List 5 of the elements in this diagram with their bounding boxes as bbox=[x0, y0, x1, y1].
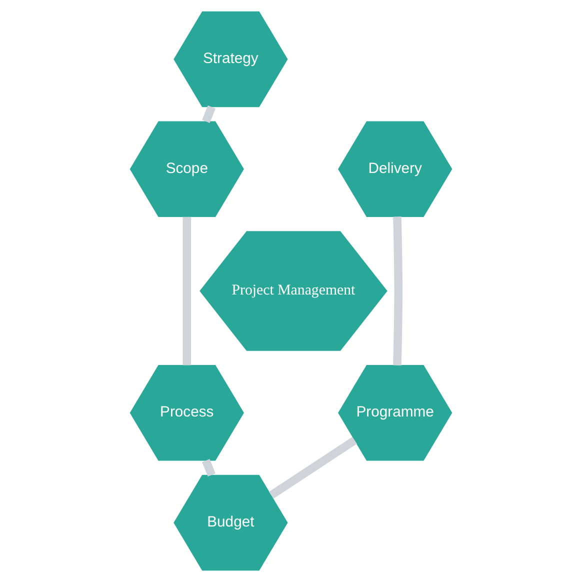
connector bbox=[182, 216, 192, 366]
connector bbox=[202, 105, 216, 123]
connector bbox=[202, 458, 216, 477]
connector bbox=[268, 436, 357, 499]
connector bbox=[393, 216, 402, 366]
